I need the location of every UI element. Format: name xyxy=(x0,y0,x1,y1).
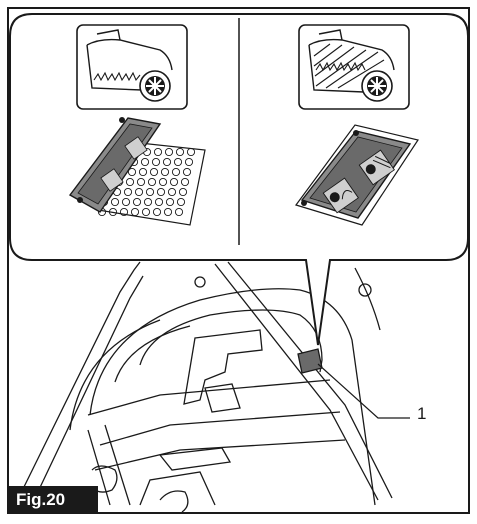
grid-hole xyxy=(153,147,163,157)
grid-hole xyxy=(136,177,146,187)
grid-hole xyxy=(140,157,150,167)
grid-hole xyxy=(108,207,118,217)
lawn-mower-collecting-icon xyxy=(298,24,410,110)
grid-hole xyxy=(149,167,159,177)
outer-frame xyxy=(7,7,470,514)
grid-hole xyxy=(138,167,148,177)
grid-hole xyxy=(169,177,179,187)
grid-hole xyxy=(156,187,166,197)
grid-hole xyxy=(167,187,177,197)
callout-leader-1 xyxy=(317,363,410,419)
figure-label: Fig.20 xyxy=(8,486,98,513)
grid-hole xyxy=(141,207,151,217)
grid-hole xyxy=(182,167,192,177)
callout-number-1: 1 xyxy=(417,404,427,423)
grid-hole xyxy=(121,197,131,207)
grid-hole xyxy=(147,177,157,187)
grid-hole xyxy=(158,177,168,187)
grid-hole xyxy=(186,147,196,157)
lawn-mower-mulching-icon xyxy=(76,24,188,110)
grid-hole xyxy=(163,207,173,217)
grid-hole xyxy=(123,187,133,197)
grid-hole xyxy=(175,147,185,157)
grid-hole xyxy=(145,187,155,197)
grid-hole xyxy=(151,157,161,167)
grid-hole xyxy=(176,197,186,207)
grid-hole xyxy=(173,157,183,167)
grid-hole xyxy=(134,187,144,197)
grid-hole xyxy=(130,207,140,217)
grid-hole xyxy=(119,207,129,217)
grid-hole xyxy=(160,167,170,177)
grid-hole xyxy=(164,147,174,157)
grid-hole xyxy=(171,167,181,177)
mower-label-plate xyxy=(297,348,323,374)
mower-illustration xyxy=(19,261,410,513)
grid-hole xyxy=(162,157,172,167)
right-collecting-plug-detail xyxy=(295,124,419,226)
grid-hole xyxy=(154,197,164,207)
grid-hole xyxy=(143,197,153,207)
grid-hole xyxy=(125,177,135,187)
grid-hole xyxy=(110,197,120,207)
grid-hole xyxy=(152,207,162,217)
grid-hole xyxy=(174,207,184,217)
grid-hole xyxy=(165,197,175,207)
grid-hole xyxy=(180,177,190,187)
left-mulching-plug-detail xyxy=(68,117,206,226)
grid-hole xyxy=(127,167,137,177)
grid-hole xyxy=(132,197,142,207)
grid-hole xyxy=(178,187,188,197)
grid-hole xyxy=(184,157,194,167)
